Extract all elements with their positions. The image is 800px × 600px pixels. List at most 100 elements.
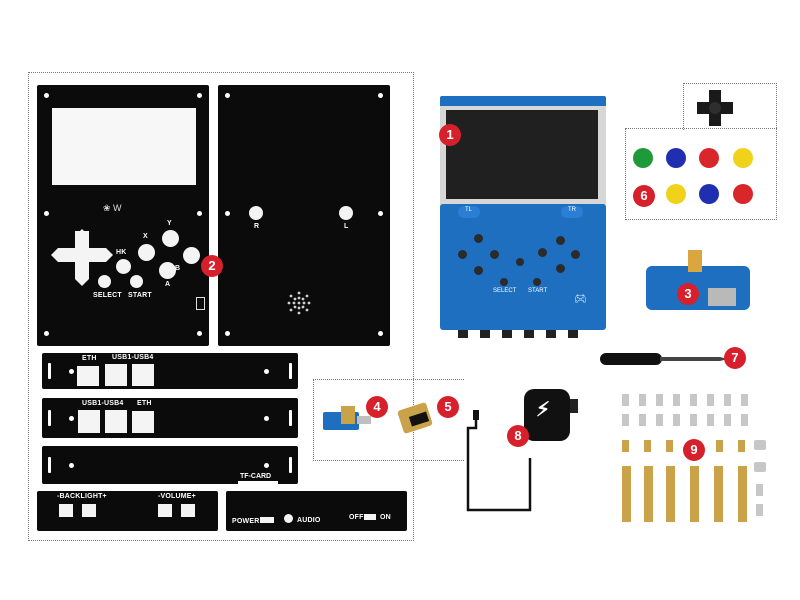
b-label: B [175,265,181,272]
tl-label: TL [465,207,473,213]
usb-port-cutout [132,364,154,386]
pcb-x-button [538,248,547,257]
l-label: L [344,223,349,230]
a-button-cutout [159,262,176,279]
pcb-dpad-down [474,266,483,275]
badge-4: 4 [366,396,388,418]
standoff-long [622,466,631,522]
buttons-outline [625,128,777,220]
pcb-y-button [556,236,565,245]
acrylic-parts-outline [28,72,414,541]
screw [690,394,697,406]
mount-hole [264,369,269,374]
mount-hole [69,463,74,468]
pcb-b-button [571,250,580,259]
screwdriver-icon [600,353,728,365]
tr-shoulder [561,206,583,218]
dpad-rubber-icon [697,90,733,126]
usb-port-cutout [78,410,100,433]
nut [754,462,766,472]
bottom-acrylic-panel-backlight-volume: -BACKLIGHT+ -VOLUME+ [37,491,218,531]
pcb-start-label: START [528,288,548,294]
screw [741,414,748,426]
nuts-and-small-screws [752,440,772,520]
mount-hole [197,331,202,336]
dpad-outline [683,83,777,130]
screw [622,414,629,426]
game-console-board: TL TR SELECT START 🎮︎ [438,96,608,340]
r-label: R [254,223,260,230]
blue-button-cap [666,148,686,168]
badge-3: 3 [677,283,699,305]
mount-hole [264,463,269,468]
tr-label: TR [568,207,576,213]
backlight-minus-cutout [59,504,73,517]
usb-label: USB1-USB4 [112,354,154,361]
pcb-select-button [500,278,508,286]
screen-window [52,108,196,185]
tf-card-adapter-board [646,250,750,310]
badge-2: 2 [201,255,223,277]
screw [724,394,731,406]
mount-hole [44,331,49,336]
mount-hole [378,93,383,98]
hdmi-adapters-outline [313,379,464,461]
audio-label: AUDIO [297,517,321,524]
hdmi-adapter-gold [396,401,438,442]
mount-hole [225,211,230,216]
screw [639,414,646,426]
dpad-arrow-down-icon [75,279,89,286]
r-shoulder-cutout [249,206,263,220]
pcb-a-button [556,264,565,273]
standoff-long [738,466,747,522]
power-switch-cutout [260,517,274,523]
side-acrylic-panel-eth-usb: ETH USB1-USB4 [42,353,298,389]
tf-card-slot-cutout [238,481,278,484]
tf-card-socket [708,288,736,306]
audio-jack-cutout [284,514,293,523]
eth-label: ETH [137,400,152,407]
pcb-dpad-left [458,250,467,259]
pcb-gamepad-icon: 🎮︎ [574,294,587,305]
blue-button-cap [699,184,719,204]
standoff-short [716,440,723,452]
mount-hole [197,211,202,216]
mount-hole [69,416,74,421]
power-adapter: ⚡︎ [522,383,578,441]
standoff-long [666,466,675,522]
screw [656,394,663,406]
screw [724,414,731,426]
pcb-main-board [440,204,606,330]
mount-hole [44,93,49,98]
badge-1: 1 [439,124,461,146]
y-button-cutout [162,230,179,247]
dpad-arrow-left-icon [51,248,58,262]
side-slot [48,410,51,426]
eth-port-cutout [77,366,99,386]
screws-set [618,392,778,432]
dpad-cutout-horizontal [58,248,106,262]
back-acrylic-panel: R L [218,85,390,346]
side-slot [48,363,51,379]
standoff-long [644,466,653,522]
volume-plus-cutout [181,504,195,517]
side-slot [289,410,292,426]
ffc-ribbon [688,250,702,272]
start-button-cutout [130,275,143,288]
side-slot [289,363,292,379]
eth-port-cutout [132,411,154,433]
yellow-button-cap [666,184,686,204]
screw [673,414,680,426]
hk-button-cutout [116,259,131,274]
mount-hole [378,211,383,216]
yellow-button-cap [733,148,753,168]
standoff-short [666,440,673,452]
mount-hole [69,369,74,374]
standoff-short [738,440,745,452]
pcb-start-button [533,278,541,286]
y-label: Y [167,220,172,227]
pcb-select-label: SELECT [493,288,517,294]
hk-label: HK [116,249,127,256]
tl-shoulder [458,206,480,218]
logo: ❀ W [103,203,122,213]
